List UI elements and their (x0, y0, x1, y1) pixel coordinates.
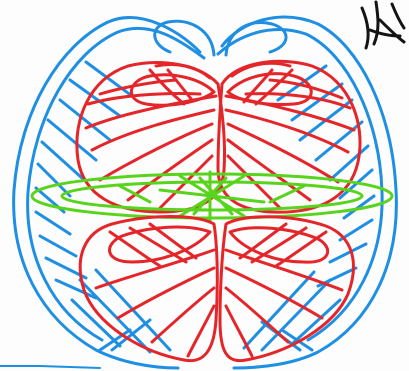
black-scribble-mark (362, 2, 404, 48)
red-lower-right-lobe (220, 217, 353, 361)
bottom-left-scratch-mark (0, 366, 100, 368)
